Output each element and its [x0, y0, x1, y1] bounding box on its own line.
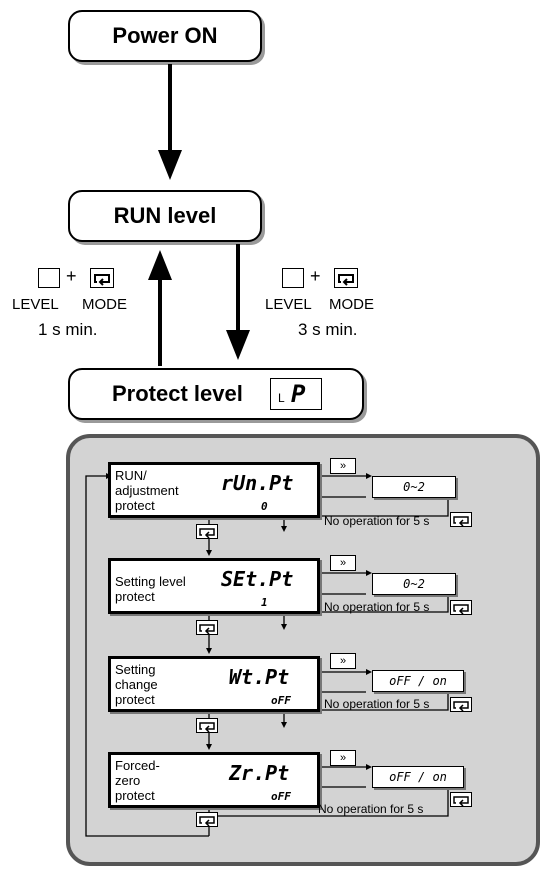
row4-value: oFF — [271, 790, 291, 803]
shift-key-row2: » — [330, 555, 356, 571]
mode-icon — [199, 815, 215, 826]
row4-label-1: Forced- — [115, 758, 160, 773]
row4-label-3: protect — [115, 788, 155, 803]
shift-key-row4: » — [330, 750, 356, 766]
row3-label-2: change — [115, 677, 158, 692]
row2-label-1: Setting level — [115, 574, 186, 589]
row2-options: 0~2 — [372, 573, 456, 595]
row4-options: oFF / on — [372, 766, 464, 788]
row1-label-1: RUN/ — [115, 468, 147, 483]
run-adjustment-protect-display: RUN/ adjustment protect rUn.Pt 0 — [108, 462, 320, 518]
row3-value: oFF — [271, 694, 291, 707]
row1-label-2: adjustment — [115, 483, 179, 498]
row3-timeout: No operation for 5 s — [324, 697, 430, 711]
setting-change-protect-display: Setting change protect Wt.Pt oFF — [108, 656, 320, 712]
mode-key-row3 — [450, 697, 472, 712]
row3-options: oFF / on — [372, 670, 464, 692]
mode-label-left: MODE — [82, 296, 127, 313]
time-left: 1 s min. — [38, 320, 98, 339]
forced-zero-protect-display: Forced- zero protect Zr.Pt oFF — [108, 752, 320, 808]
row4-code: Zr.Pt — [229, 761, 290, 785]
shift-key-row3: » — [330, 653, 356, 669]
row3-code: Wt.Pt — [229, 665, 290, 689]
mode-key-below-row2 — [196, 620, 218, 635]
time-right: 3 s min. — [298, 320, 358, 339]
run-level-box: RUN level — [68, 190, 262, 242]
row2-timeout: No operation for 5 s — [324, 600, 430, 614]
mode-key-row4 — [450, 792, 472, 807]
row1-value: 0 — [261, 500, 268, 513]
mode-icon — [94, 274, 110, 286]
row1-label-3: protect — [115, 498, 155, 513]
mode-key-below-row3 — [196, 718, 218, 733]
row3-label-3: protect — [115, 692, 155, 707]
mode-icon — [453, 603, 469, 614]
row1-timeout: No operation for 5 s — [324, 514, 430, 528]
protect-level-box: Protect level L P — [68, 368, 364, 420]
power-on-label: Power ON — [112, 23, 218, 48]
mode-key-row2 — [450, 600, 472, 615]
mode-label-right: MODE — [329, 296, 374, 313]
row1-code: rUn.Pt — [221, 471, 294, 495]
level-label-right: LEVEL — [265, 296, 312, 313]
level-key-left — [38, 268, 60, 288]
protect-level-display: L P — [270, 378, 322, 410]
mode-icon — [453, 700, 469, 711]
row4-timeout: No operation for 5 s — [318, 802, 424, 816]
mode-key-row1 — [450, 512, 472, 527]
row3-label-1: Setting — [115, 662, 156, 677]
mode-key-left — [90, 268, 114, 288]
row1-options: 0~2 — [372, 476, 456, 498]
mode-icon — [338, 274, 354, 286]
mode-icon — [453, 515, 469, 526]
mode-key-right — [334, 268, 358, 288]
shift-key-row1: » — [330, 458, 356, 474]
mode-key-below-row4 — [196, 812, 218, 827]
run-level-label: RUN level — [113, 203, 217, 228]
row2-value: 1 — [261, 596, 268, 609]
row2-code: SEt.Pt — [221, 567, 294, 591]
mode-icon — [199, 721, 215, 732]
setting-level-protect-display: Setting level protect SEt.Pt 1 — [108, 558, 320, 614]
mode-icon — [199, 623, 215, 634]
plus-left: + — [66, 266, 77, 286]
mode-icon — [453, 795, 469, 806]
level-label-left: LEVEL — [12, 296, 59, 313]
level-key-right — [282, 268, 304, 288]
power-on-box: Power ON — [68, 10, 262, 62]
mode-key-below-row1 — [196, 524, 218, 539]
row4-label-2: zero — [115, 773, 141, 788]
protect-level-label: Protect level — [112, 381, 243, 406]
row2-label-2: protect — [115, 589, 155, 604]
plus-right: + — [310, 266, 321, 286]
mode-icon — [199, 527, 215, 538]
